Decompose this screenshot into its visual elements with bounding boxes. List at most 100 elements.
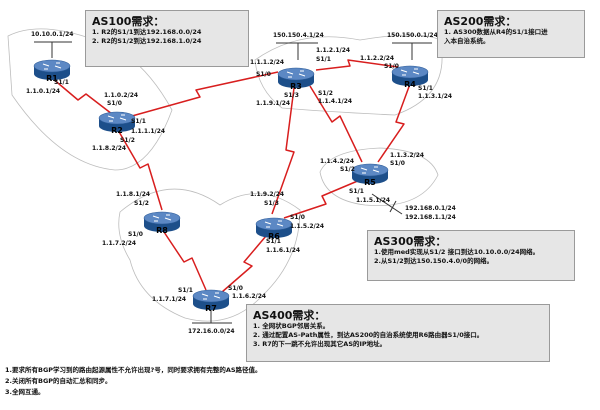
interface-label-r4-s11: S1/1 [418,85,433,92]
router-arrows-icon [360,166,380,174]
router-arrows-icon [201,292,221,300]
router-top [143,211,181,225]
router-top [255,217,293,231]
interface-label-r3-ip9: 1.1.9.1/24 [256,100,290,107]
as100-requirements-box: AS100需求： 1. R2的S1/1到达192.168.0.0/24 2. R… [85,10,249,67]
as400-line-3: 3. R7的下一跳不允许出现其它AS的IP地址。 [253,340,387,348]
interface-label-r8-ip7: 1.1.7.2/24 [102,240,136,247]
router-arrows-icon [42,62,62,70]
router-r3: R3 [277,67,315,91]
network-labels: 10.10.0.1/24 150.150.4.1/24 150.150.0.1/… [31,31,456,335]
interface-label-r4-ip3: 1.1.3.1/24 [418,93,452,100]
link-r5-r6 [283,179,361,219]
as300-boundary [319,147,439,206]
link-r8-r7 [163,231,207,291]
r5-lan1-label: 192.168.0.1/24 [405,205,456,212]
link-r6-r7 [221,235,267,293]
interface-label-r3-s12: S1/2 [318,90,333,97]
router-r2: R2 [98,111,136,135]
as100-line-1: 1. R2的S1/1到达192.168.0.0/24 [92,28,202,36]
router-r5: R5 [351,163,389,187]
as200-line-2: 入本自治系统。 [444,37,490,45]
router-top [277,67,315,81]
router-label: R8 [156,226,168,235]
general-requirements: 1.要求所有BGP学习到的路由起源属性不允许出现?号，同时要求拥有完整的AS路径… [5,365,262,398]
router-top [33,59,71,73]
router-arrows-icon [107,114,127,122]
router-r4: R4 [391,65,429,89]
as300-title: AS300需求： [374,235,447,248]
as100-line-2: 2. R2的S1/2到达192.168.1.0/24 [92,37,202,45]
r5-lan-cross [389,200,397,213]
interface-label-r5-s12: S1/2 [340,166,355,173]
interface-label-r6-s13: S1/3 [264,200,279,207]
r7-lan-label: 172.16.0.0/24 [188,328,235,335]
interface-label-r8-ip8: 1.1.8.1/24 [116,191,150,198]
router-label: R6 [268,232,280,241]
as-boundaries [7,28,443,322]
interface-label-r3-ip1: 1.1.1.2/24 [250,59,284,66]
router-label: R3 [290,82,302,91]
interface-labels: S1/11.1.0.1/241.1.0.2/24S1/0S1/11.1.1.1/… [26,47,452,303]
link-r4-r5 [377,83,411,163]
interface-label-r6-s11: S1/1 [266,238,281,245]
link-r1-r2 [51,77,113,115]
as100-title: AS100需求： [92,15,165,28]
link-r2-r3 [131,71,279,117]
as200-title: AS200需求： [444,15,517,28]
interface-label-r3-s10: S1/0 [256,71,271,78]
r5-lan2-label: 192.168.1.1/24 [405,214,456,221]
router-label: R7 [205,304,217,313]
interface-label-r3-s13: S1/3 [284,92,299,99]
interface-label-r3-ip2a: 1.1.2.1/24 [316,47,350,54]
router-arrows-icon [264,220,284,228]
r3-lan-label: 150.150.4.1/24 [273,32,324,39]
as300-line-1: 1.使用med实现从S1/2 接口到达10.10.0.0/24网络。 [374,248,540,256]
router-label: R1 [46,74,58,83]
interface-label-r6-s10: S1/0 [290,214,305,221]
interface-label-r3-s11: S1/1 [316,56,331,63]
router-label: R5 [364,178,376,187]
router-r8: R8 [143,211,181,235]
interface-label-r8-s10: S1/0 [128,231,143,238]
note-2: 2.关闭所有BGP的自动汇总和同步。 [5,377,112,385]
router-label: R2 [111,126,123,135]
as400-line-2: 2. 通过配置AS-Path属性，到达AS200的自治系统使用R6路由器S1/0… [253,331,484,339]
interface-label-r1-ip: 1.1.0.1/24 [26,88,60,95]
r4-lan-label: 150.150.0.1/24 [387,32,438,39]
router-r7: R7 [192,289,230,313]
serial-links [51,59,411,293]
as300-line-2: 2.从S1/2到达150.150.4.0/0的网络。 [374,257,494,265]
lan-stubs [34,41,432,324]
interface-label-r5-s11: S1/1 [349,188,364,195]
interface-label-r2-ip1: 1.1.1.1/24 [131,128,165,135]
router-top [192,289,230,303]
interface-label-r7-s10: S1/0 [228,285,243,292]
as400-boundary [118,188,301,322]
router-label: R4 [404,80,416,89]
note-3: 3.全网互通。 [5,388,45,396]
interface-label-r3-ip4: 1.1.4.1/24 [318,98,352,105]
interface-label-r5-ip3: 1.1.3.2/24 [390,152,424,159]
interface-label-r2-s11: S1/1 [131,118,146,125]
router-top [98,111,136,125]
router-arrows-icon [152,214,172,222]
interface-label-r7-ip7: 1.1.7.1/24 [152,296,186,303]
as300-requirements-box: AS300需求： 1.使用med实现从S1/2 接口到达10.10.0.0/24… [367,230,575,281]
link-r3-r4 [315,59,399,71]
router-arrows-icon [286,70,306,78]
router-r6: R6 [255,217,293,241]
as400-title: AS400需求： [253,309,326,322]
interface-label-r5-ip5: 1.1.5.1/24 [356,197,390,204]
router-top [351,163,389,177]
as200-boundary [254,34,443,116]
interface-label-r4-s10: S1/0 [384,63,399,70]
interface-label-r7-ip6: 1.1.6.2/24 [232,293,266,300]
interface-label-r6-ip5: 1.1.5.2/24 [290,223,324,230]
interface-label-r8-s12: S1/2 [134,200,149,207]
link-r3-r5 [309,85,363,163]
as200-requirements-box: AS200需求： 1. AS300数据从R4的S1/1接口进 入本自治系统。 [437,10,585,58]
link-r2-r8 [117,129,163,211]
